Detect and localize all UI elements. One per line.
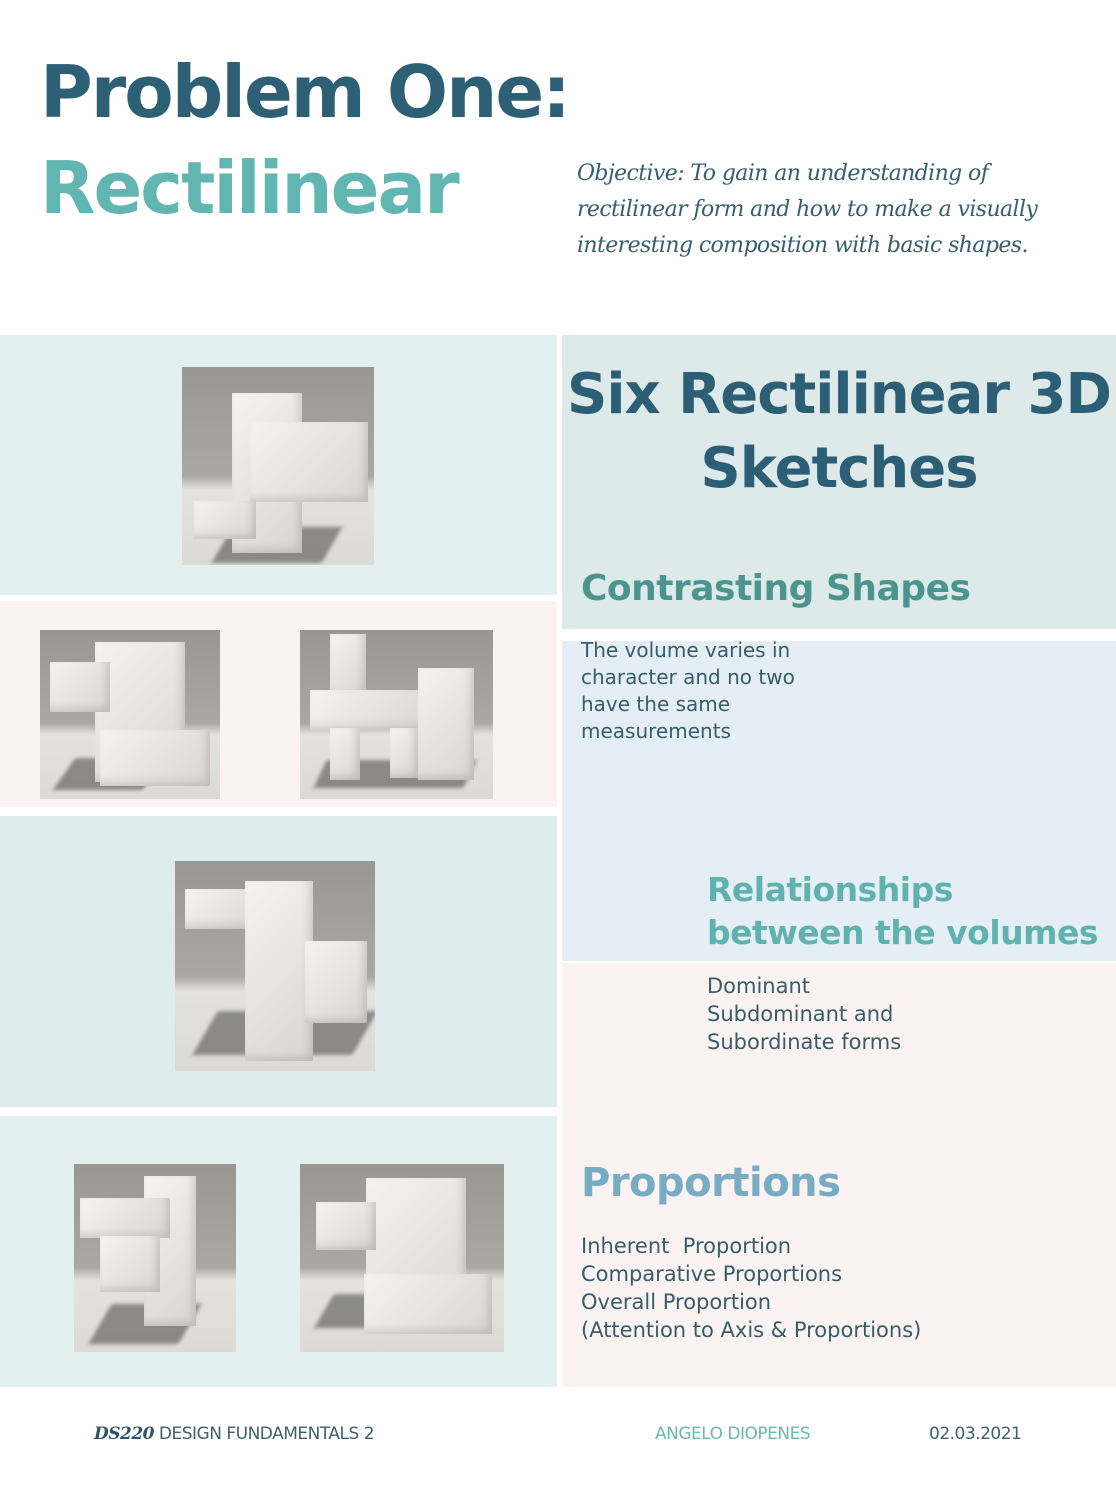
- sketch-photo-1: [182, 367, 374, 565]
- sketch-photo-5: [74, 1164, 236, 1352]
- heading-panel: [562, 335, 1116, 629]
- proportions-heading: Proportions: [581, 1160, 841, 1206]
- author-name: ANGELO DIOPENES: [655, 1424, 811, 1444]
- contrasting-panel: [562, 641, 1116, 961]
- course-name: DESIGN FUNDAMENTALS 2: [158, 1424, 375, 1444]
- sketch-photo-3: [300, 630, 493, 799]
- gallery-panel-2: [0, 601, 557, 807]
- objective-text: Objective: To gain an understanding of r…: [577, 161, 1038, 258]
- gallery-panel-4: [0, 1116, 557, 1387]
- proportions-body: Inherent Proportion Comparative Proporti…: [581, 1234, 922, 1342]
- course-label: DS220 DESIGN FUNDAMENTALS 2: [94, 1424, 375, 1444]
- date: 02.03.2021: [929, 1424, 1022, 1444]
- gallery-panel-1: [0, 335, 557, 595]
- contrasting-shapes-body: The volume varies in character and no tw…: [581, 638, 795, 743]
- page-title-line1: Problem One:: [40, 50, 571, 134]
- sketch-photo-6: [300, 1164, 504, 1352]
- page-title-line2: Rectilinear: [40, 146, 460, 230]
- course-code: DS220: [94, 1424, 155, 1444]
- gallery-panel-3: [0, 816, 557, 1107]
- relationships-heading: Relationships between the volumes: [707, 870, 1099, 952]
- sketch-photo-4: [175, 861, 375, 1071]
- sketch-photo-2: [40, 630, 220, 799]
- relationships-proportions-panel: [562, 963, 1116, 1387]
- relationships-body: Dominant Subdominant and Subordinate for…: [707, 974, 902, 1054]
- main-heading: Six Rectilinear 3D Sketches: [567, 362, 1112, 501]
- contrasting-shapes-heading: Contrasting Shapes: [581, 568, 971, 609]
